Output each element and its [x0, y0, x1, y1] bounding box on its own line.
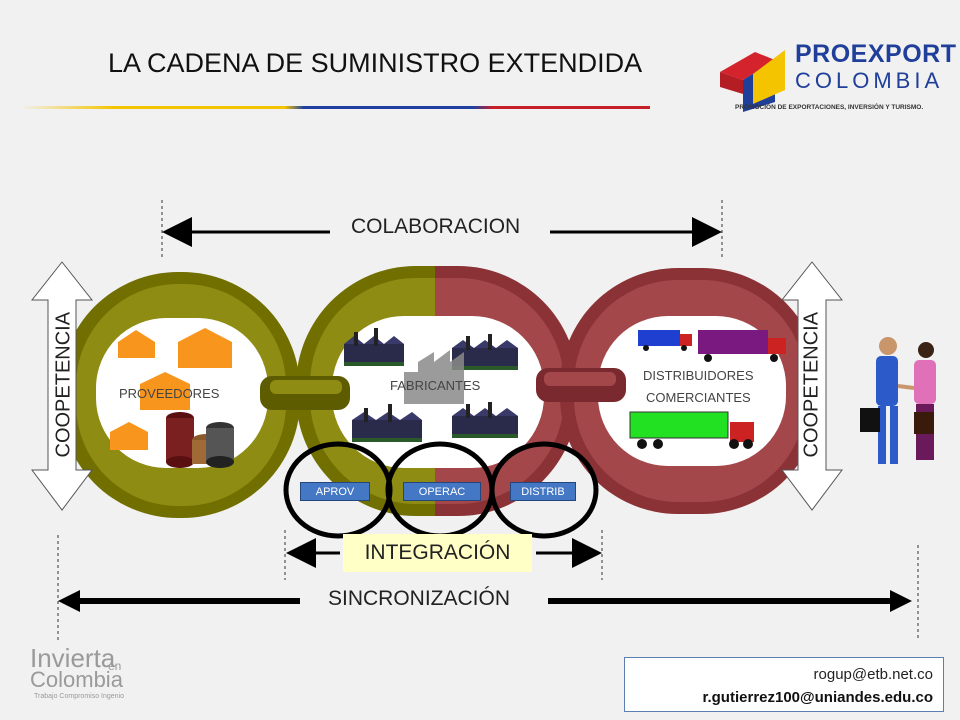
house-icons [110, 328, 232, 450]
page-title: LA CADENA DE SUMINISTRO EXTENDIDA [108, 48, 643, 78]
logo-brand-line2: COLOMBIA [795, 68, 944, 93]
proveedores-label: PROVEEDORES [119, 386, 220, 401]
integracion-label: INTEGRACIÓN [343, 534, 532, 572]
coopetencia-left-label: COOPETENCIA [52, 311, 75, 458]
sinc-arrow-left-head [58, 590, 80, 612]
email-link-1[interactable]: rogup@etb.net.co [813, 666, 933, 683]
sincronizacion-label: SINCRONIZACIÓN [328, 587, 511, 610]
coin-stack-icons [166, 412, 234, 468]
stage-distrib: DISTRIB [510, 482, 576, 501]
factory-icons [344, 328, 518, 442]
coopetencia-right-arrow [780, 261, 844, 511]
handshake-icon [860, 337, 936, 464]
title-rule [20, 106, 650, 109]
logo-tagline: PROMOCIÓN DE EXPORTACIONES, INVERSIÓN Y … [735, 104, 924, 111]
invierta-tagline: Trabajo Compromiso Ingenio [34, 693, 125, 700]
logo-brand-line1: PROEXPORT [795, 40, 957, 68]
invierta-line2: Colombia [30, 667, 123, 692]
stage-aprov: APROV [300, 482, 370, 501]
coopetencia-left-arrow [30, 261, 94, 511]
distribuidores-label: DISTRIBUIDORES [643, 368, 754, 383]
stage-operac: OPERAC [403, 482, 481, 501]
comerciantes-label: COMERCIANTES [646, 390, 751, 405]
proexport-logo: PROEXPORT COLOMBIA PROMOCIÓN DE EXPORTAC… [715, 32, 956, 117]
truck-icons [629, 330, 786, 449]
invierta-en: en [108, 659, 122, 673]
fabricantes-label: FABRICANTES [390, 378, 481, 393]
proexport-logo-icon [720, 50, 785, 112]
contact-box: rogup@etb.net.co r.gutierrez100@uniandes… [624, 657, 944, 712]
email-link-2[interactable]: r.gutierrez100@uniandes.edu.co [702, 689, 933, 706]
coopetencia-right-label: COOPETENCIA [800, 311, 823, 458]
sinc-arrow-right-head [890, 590, 912, 612]
invierta-line1: Invierta [30, 643, 116, 673]
colaboracion-label: COLABORACION [351, 215, 521, 238]
